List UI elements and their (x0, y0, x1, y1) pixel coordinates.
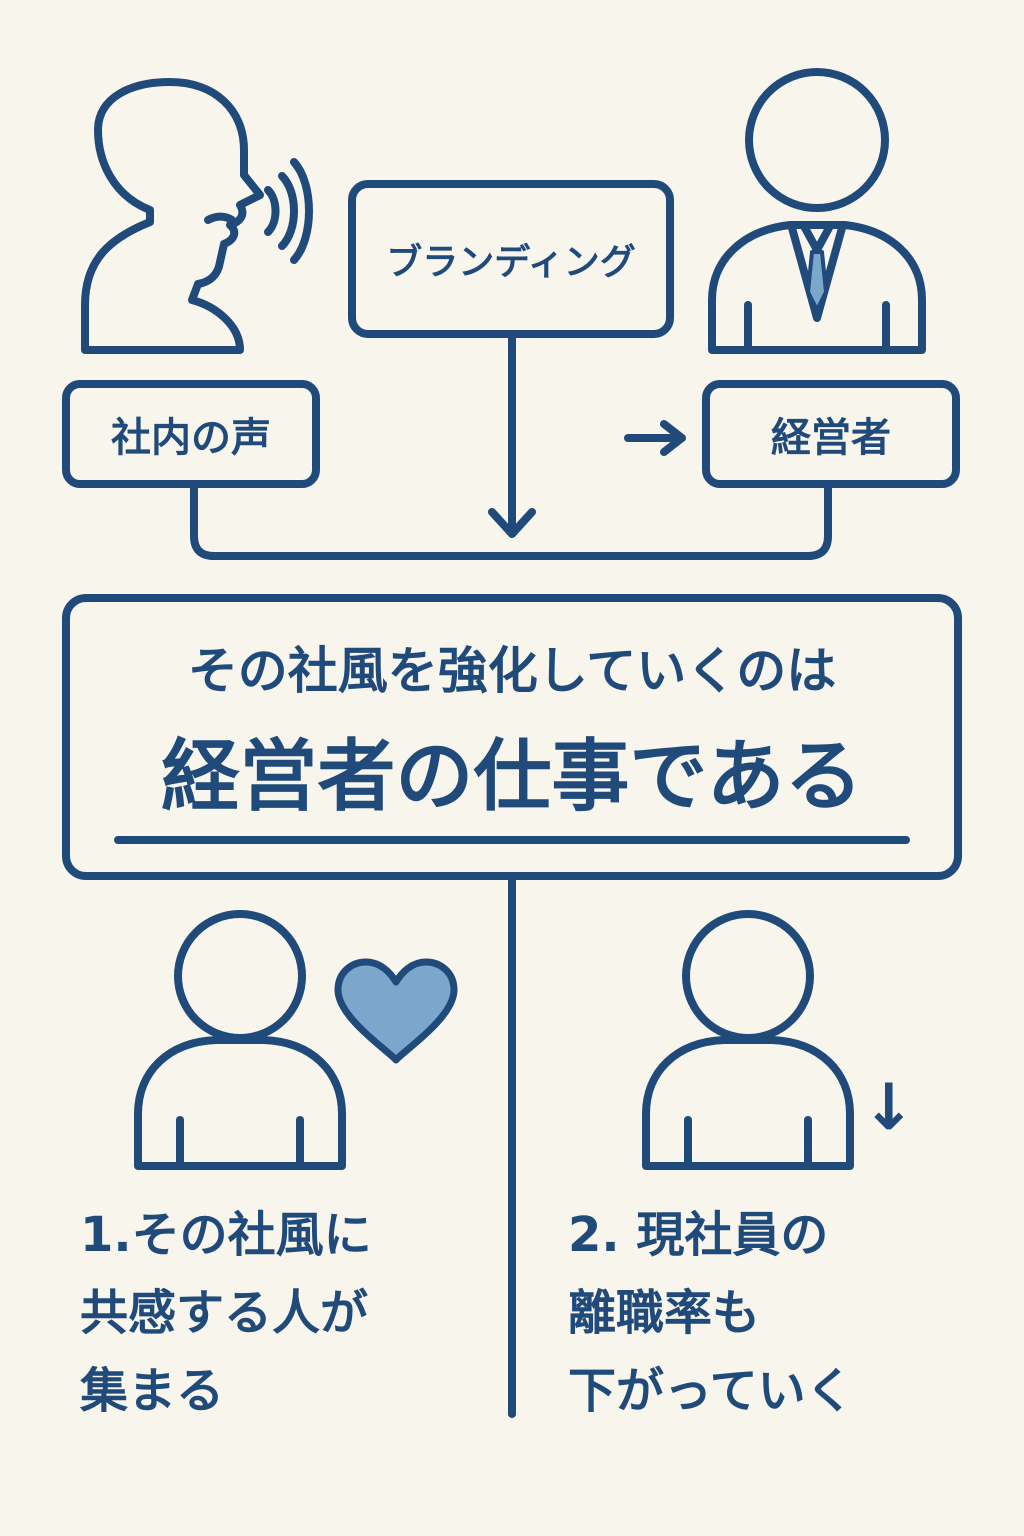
outcome-left-text: 1.その社風に 共感する人が 集まる (80, 1196, 372, 1430)
voice-label: 社内の声 (111, 415, 271, 461)
outcome-right-line2: 離職率も (568, 1285, 761, 1341)
outcome-right-line3: 下がっていく (568, 1363, 854, 1419)
person-icon (134, 910, 346, 1170)
outcome-left-line3: 集まる (80, 1363, 225, 1419)
branding-label: ブランディング (386, 242, 636, 283)
heart-icon (334, 958, 458, 1064)
outcome-right-text: 2. 現社員の 離職率も 下がっていく (568, 1196, 854, 1430)
speaking-person-icon (81, 78, 313, 354)
outcome-left-line2: 共感する人が (80, 1285, 369, 1341)
branding-down-arrowhead (488, 508, 536, 538)
necktie-fill (806, 250, 828, 312)
businessman-icon (708, 68, 926, 354)
main-message-line2: 経営者の仕事である (161, 732, 863, 822)
outcome-left-line1: 1.その社風に (80, 1207, 372, 1263)
outcome-right-line1: 2. 現社員の (568, 1207, 829, 1263)
arrow-to-executive (624, 420, 686, 456)
main-message-line1: その社風を強化していくのは (187, 642, 837, 700)
bottom-bracket (190, 480, 832, 560)
person-icon (642, 910, 854, 1170)
down-arrow-icon: ↓ (862, 1071, 916, 1145)
executive-label: 経営者 (771, 415, 891, 461)
